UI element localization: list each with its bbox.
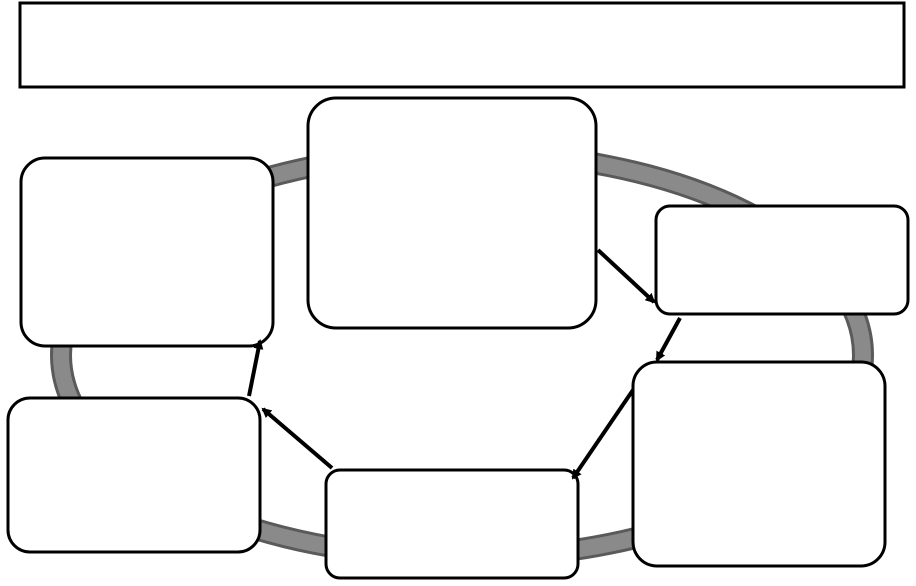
arrow-top-to-right-upper <box>596 248 656 304</box>
process-box-right-upper <box>654 204 910 316</box>
title-banner <box>18 1 906 89</box>
arrow-bottom-to-left-lower <box>261 407 334 470</box>
process-box-top-center <box>306 96 598 330</box>
arrow-right-lower-to-bottom <box>571 388 635 480</box>
process-box-left-lower <box>6 396 262 554</box>
process-box-right-lower <box>631 360 887 568</box>
arrow-left-lower-to-left-upper <box>247 339 264 397</box>
arrow-right-upper-to-right-lower <box>655 317 682 362</box>
process-box-left-upper <box>19 156 275 348</box>
process-box-bottom-center <box>324 468 580 580</box>
